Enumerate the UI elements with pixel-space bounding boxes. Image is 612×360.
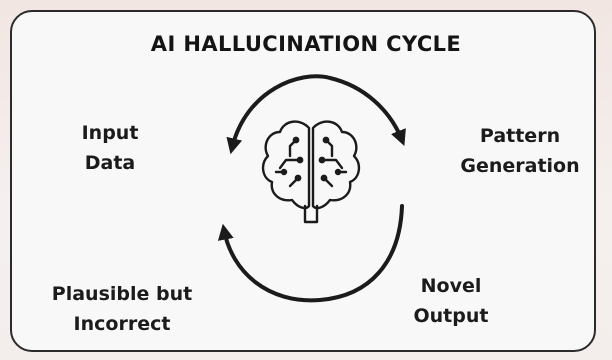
stage-label-novel-output: Novel Output [413, 275, 489, 327]
stage-label-plausible-but-incorrect: Plausible but Incorrect [51, 283, 193, 335]
cycle-arrow-bottom [217, 204, 404, 303]
cycle-arrow-top [226, 74, 406, 155]
cycle-card [10, 10, 596, 352]
brain-icon [261, 120, 361, 224]
diagram-title: AI HALLUCINATION CYCLE [150, 32, 462, 56]
stage-label-input-data: Input Data [81, 122, 139, 174]
stage-label-pattern-generation: Pattern Generation [460, 125, 580, 177]
